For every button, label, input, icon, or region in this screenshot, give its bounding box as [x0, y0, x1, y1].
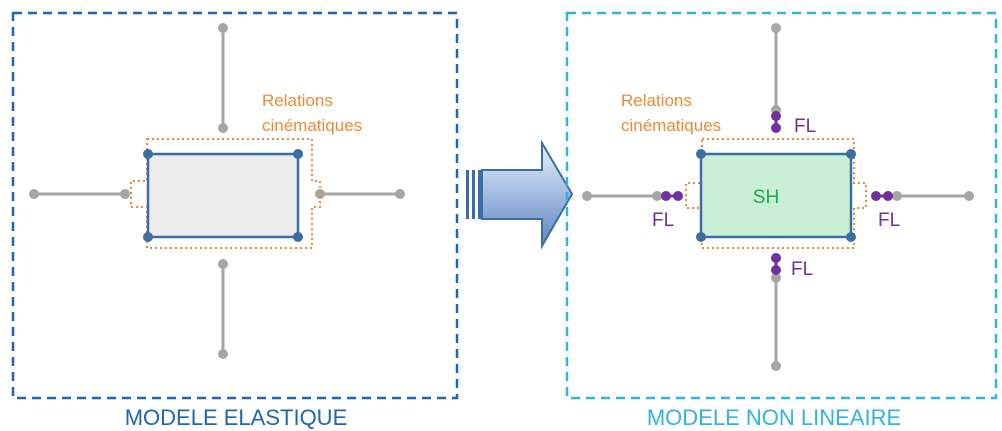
- core-label-sh: SH: [753, 187, 779, 208]
- elastic-relations-label-line1: Relations: [262, 91, 333, 110]
- nonlinear-relations-outline: [685, 138, 867, 249]
- fl-hinge-top: [771, 111, 781, 133]
- elastic-model-frame: [11, 11, 459, 400]
- fl-label-bottom: FL: [791, 259, 813, 280]
- nonlinear-relations-label-line2: cinématiques: [621, 116, 721, 135]
- fl-label-right: FL: [878, 210, 900, 231]
- fl-label-left: FL: [652, 210, 674, 231]
- fl-hinge-left: [661, 191, 683, 201]
- nonlinear-core-element: [699, 152, 853, 239]
- transition-arrow-body: [481, 139, 574, 250]
- elastic-relations-label-line2: cinématiques: [262, 116, 362, 135]
- nonlinear-relations-label-line1: Relations: [621, 91, 692, 110]
- fl-hinge-bottom: [771, 253, 781, 275]
- nonlinear-corner-nodes: [696, 149, 856, 242]
- elastic-bar-nodes: [29, 23, 405, 359]
- elastic-relations-outline: [130, 138, 321, 249]
- elastic-model: Relations cinématiques MODELE ELASTIQUE: [11, 11, 459, 430]
- transition-arrow: [466, 139, 574, 250]
- arrow-stripe: [466, 170, 469, 219]
- elastic-core-element: [146, 152, 300, 239]
- elastic-model-caption: MODELE ELASTIQUE: [125, 405, 348, 430]
- fl-hinge-right: [871, 191, 893, 201]
- nonlinear-model-caption: MODELE NON LINEAIRE: [647, 405, 901, 430]
- arrow-stripe: [472, 170, 475, 219]
- nonlinear-model: Relations cinématiques SH FL FL FL FL MO…: [565, 11, 998, 430]
- arrow-stripe: [478, 170, 481, 219]
- elastic-corner-nodes: [143, 149, 303, 242]
- nonlinear-model-frame: [565, 11, 998, 400]
- fl-label-top: FL: [794, 116, 816, 137]
